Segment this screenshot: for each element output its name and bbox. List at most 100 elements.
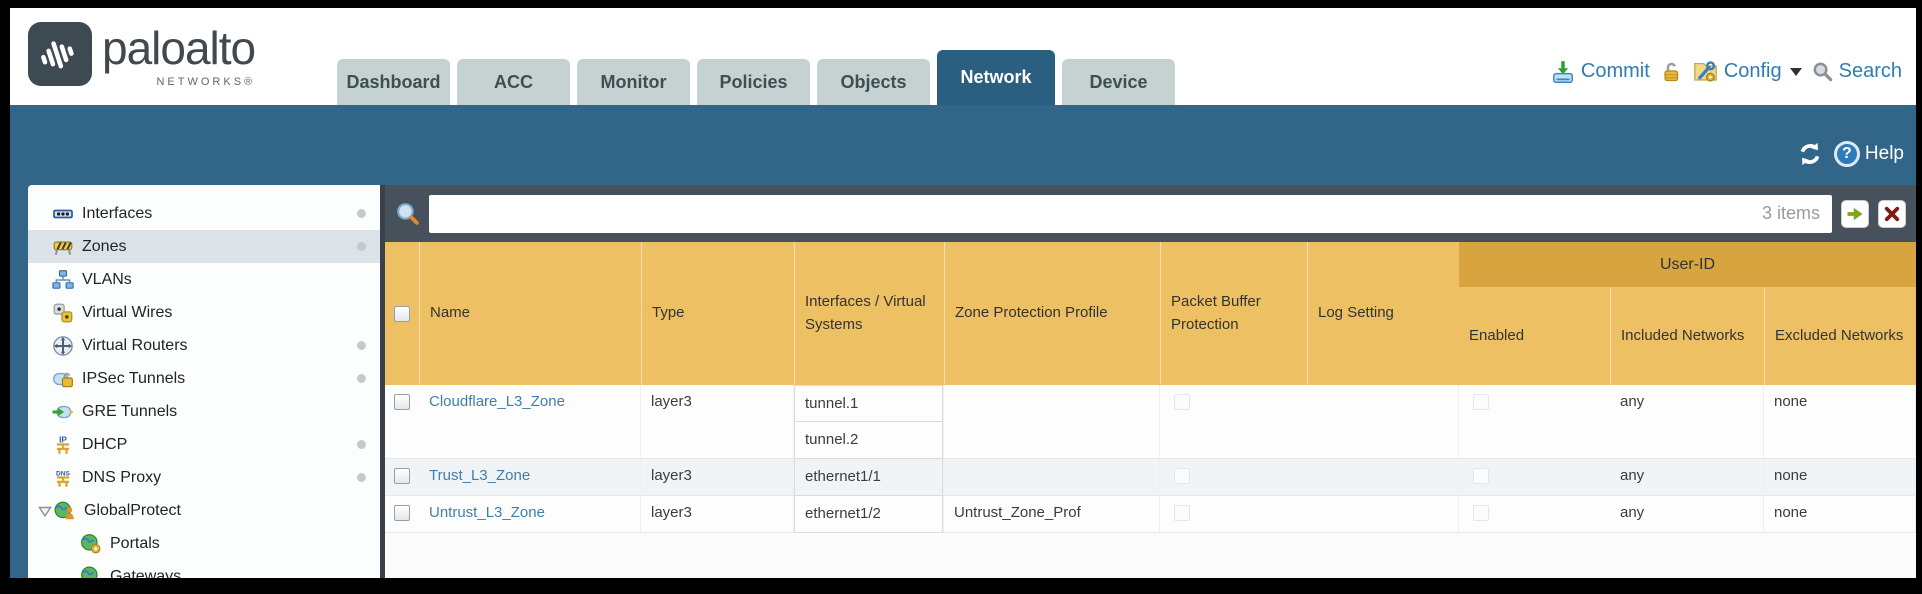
zone-link[interactable]: Cloudflare_L3_Zone: [429, 393, 565, 410]
row-checkbox[interactable]: [394, 468, 410, 484]
sidebar-item-dhcp[interactable]: IP DHCP: [28, 428, 380, 461]
row-checkbox[interactable]: [394, 505, 410, 521]
sidebar-item-gre-tunnels[interactable]: GRE Tunnels: [28, 395, 380, 428]
globalprotect-icon: [54, 500, 76, 522]
dns-proxy-icon: DNS: [52, 467, 74, 489]
gre-tunnels-icon: [52, 401, 74, 423]
column-header-log-setting[interactable]: Log Setting: [1307, 242, 1459, 385]
column-header-excluded-networks[interactable]: Excluded Networks: [1764, 287, 1916, 385]
config-label: Config: [1723, 60, 1782, 82]
sidebar-item-zones[interactable]: Zones: [28, 230, 380, 263]
lock-icon[interactable]: [1659, 60, 1683, 84]
tab-device[interactable]: Device: [1062, 59, 1175, 105]
interface-entry: tunnel.2: [794, 422, 943, 459]
virtual-wires-icon: [52, 302, 74, 324]
clear-filter-button[interactable]: [1878, 199, 1906, 228]
column-header-type[interactable]: Type: [641, 242, 794, 385]
zones-icon: [52, 236, 74, 258]
sidebar-item-label: GlobalProtect: [84, 501, 181, 519]
sidebar-item-ipsec-tunnels[interactable]: IPSec Tunnels: [28, 362, 380, 395]
search-button[interactable]: Search: [1811, 60, 1902, 83]
brand-subtitle: NETWORKS®: [156, 76, 256, 88]
waveform-icon: [41, 41, 74, 69]
user-id-enabled-checkbox[interactable]: [1473, 468, 1489, 484]
panel-splitter[interactable]: [380, 185, 385, 578]
column-header-zone-protection-profile[interactable]: Zone Protection Profile: [944, 242, 1160, 385]
column-header-packet-buffer-protection[interactable]: Packet Buffer Protection: [1160, 242, 1307, 385]
sidebar-item-vlans[interactable]: VLANs: [28, 263, 380, 296]
commit-icon: [1552, 60, 1573, 83]
config-icon: [1693, 61, 1717, 82]
zone-link[interactable]: Untrust_L3_Zone: [429, 504, 545, 521]
cell-log-setting: [1307, 459, 1459, 495]
item-count: 3 items: [1761, 203, 1820, 223]
tab-network[interactable]: Network: [937, 50, 1055, 105]
table-row: Cloudflare_L3_Zone layer3 tunnel.1 tunne…: [385, 385, 1916, 459]
portals-icon: [80, 533, 102, 555]
top-header: paloalto NETWORKS® Dashboard ACC Monitor…: [10, 8, 1916, 105]
cell-zone-protection-profile: [944, 385, 1160, 458]
expander-icon[interactable]: [38, 504, 52, 518]
cell-excluded-networks: none: [1764, 385, 1916, 458]
status-dot: [357, 209, 366, 218]
interface-entry: ethernet1/1: [794, 459, 943, 496]
table-row: Untrust_L3_Zone layer3 ethernet1/2 Untru…: [385, 496, 1916, 533]
sidebar-item-label: Interfaces: [82, 204, 153, 222]
chevron-down-icon: [1789, 67, 1802, 76]
tab-monitor[interactable]: Monitor: [577, 59, 690, 105]
commit-label: Commit: [1580, 60, 1650, 82]
cell-included-networks: any: [1610, 385, 1764, 458]
table-footer: [385, 533, 1916, 578]
app-frame: paloalto NETWORKS® Dashboard ACC Monitor…: [10, 8, 1916, 578]
paloalto-logo: paloalto NETWORKS®: [28, 22, 256, 88]
sidebar-item-interfaces[interactable]: Interfaces: [28, 197, 380, 230]
status-dot: [357, 242, 366, 251]
cell-included-networks: any: [1610, 459, 1764, 495]
row-checkbox[interactable]: [394, 394, 410, 410]
packet-buffer-checkbox[interactable]: [1174, 505, 1190, 521]
column-header-included-networks[interactable]: Included Networks: [1610, 287, 1764, 385]
cell-type: layer3: [641, 385, 794, 458]
sidebar-item-virtual-wires[interactable]: Virtual Wires: [28, 296, 380, 329]
user-id-enabled-checkbox[interactable]: [1473, 505, 1489, 521]
column-header-enabled[interactable]: Enabled: [1469, 326, 1525, 344]
tab-objects[interactable]: Objects: [817, 59, 930, 105]
brand-name: paloalto: [102, 22, 256, 74]
svg-text:IP: IP: [59, 435, 67, 444]
commit-button[interactable]: Commit: [1550, 59, 1650, 85]
zone-link[interactable]: Trust_L3_Zone: [429, 467, 531, 484]
cell-log-setting: [1307, 496, 1459, 532]
status-dot: [357, 341, 366, 350]
refresh-icon[interactable]: [1796, 140, 1824, 168]
sidebar-item-label: DHCP: [82, 435, 128, 453]
status-dot: [357, 440, 366, 449]
cell-interfaces: tunnel.1 tunnel.2: [794, 385, 944, 459]
cell-excluded-networks: none: [1764, 496, 1916, 532]
tab-policies[interactable]: Policies: [697, 59, 810, 105]
search-icon: [1813, 62, 1832, 82]
table-header: Name Type Interfaces / Virtual Systems Z…: [385, 242, 1916, 385]
help-button[interactable]: ? Help: [1833, 141, 1904, 167]
packet-buffer-checkbox[interactable]: [1174, 394, 1190, 410]
filter-field: 3 items: [429, 194, 1832, 233]
config-dropdown[interactable]: Config: [1692, 58, 1802, 85]
select-all-checkbox[interactable]: [394, 305, 410, 322]
apply-filter-button[interactable]: [1841, 199, 1869, 228]
packet-buffer-checkbox[interactable]: [1174, 468, 1190, 484]
sidebar-item-dns-proxy[interactable]: DNS DNS Proxy: [28, 461, 380, 494]
tab-dashboard[interactable]: Dashboard: [337, 59, 450, 105]
column-header-interfaces[interactable]: Interfaces / Virtual Systems: [794, 242, 944, 385]
paloalto-logo-icon: [28, 22, 92, 86]
sidebar-item-gateways[interactable]: Gateways: [28, 560, 380, 578]
sidebar-item-globalprotect[interactable]: GlobalProtect: [28, 494, 380, 527]
filter-input[interactable]: [441, 204, 1762, 223]
sidebar-item-portals[interactable]: Portals: [28, 527, 380, 560]
sidebar-item-virtual-routers[interactable]: Virtual Routers: [28, 329, 380, 362]
status-dot: [357, 374, 366, 383]
table-row: Trust_L3_Zone layer3 ethernet1/1 any non…: [385, 459, 1916, 496]
user-id-enabled-checkbox[interactable]: [1473, 394, 1489, 410]
column-header-name[interactable]: Name: [419, 242, 641, 385]
tab-acc[interactable]: ACC: [457, 59, 570, 105]
interface-entry: ethernet1/2: [794, 496, 943, 533]
